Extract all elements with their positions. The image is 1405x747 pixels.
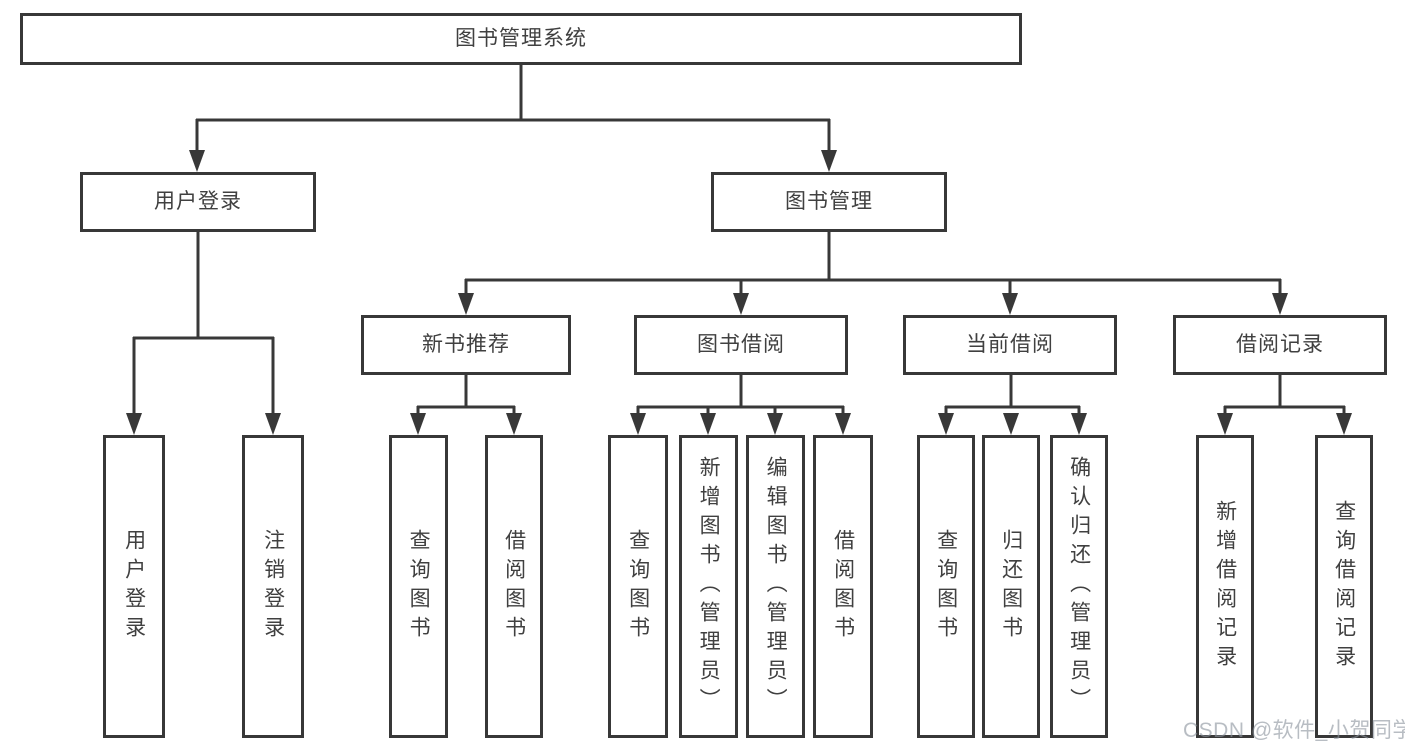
leaf-edit-book-admin: 编辑图书（管理员）: [746, 435, 805, 738]
leaf-query-book-current: 查询图书: [917, 435, 975, 738]
leaf-add-book-admin: 新增图书（管理员）: [679, 435, 738, 738]
leaf-query-book-recommend: 查询图书: [389, 435, 448, 738]
node-new-book-recommend: 新书推荐: [361, 315, 571, 375]
leaf-user-login: 用户登录: [103, 435, 165, 738]
leaf-return-book: 归还图书: [982, 435, 1040, 738]
leaf-add-borrow-record: 新增借阅记录: [1196, 435, 1254, 738]
node-current-borrow: 当前借阅: [903, 315, 1117, 375]
node-root: 图书管理系统: [20, 13, 1022, 65]
leaf-confirm-return-admin: 确认归还（管理员）: [1050, 435, 1108, 738]
leaf-query-borrow-record: 查询借阅记录: [1315, 435, 1373, 738]
leaf-borrow-book-recommend: 借阅图书: [485, 435, 543, 738]
node-book-management: 图书管理: [711, 172, 947, 232]
leaf-borrow-book-borrow: 借阅图书: [813, 435, 873, 738]
csdn-watermark: CSDN @软件_小贺同学: [1183, 719, 1405, 742]
leaf-query-book-borrow: 查询图书: [608, 435, 668, 738]
node-borrow-record: 借阅记录: [1173, 315, 1387, 375]
leaf-logout: 注销登录: [242, 435, 304, 738]
node-user-login: 用户登录: [80, 172, 316, 232]
node-book-borrow: 图书借阅: [634, 315, 848, 375]
